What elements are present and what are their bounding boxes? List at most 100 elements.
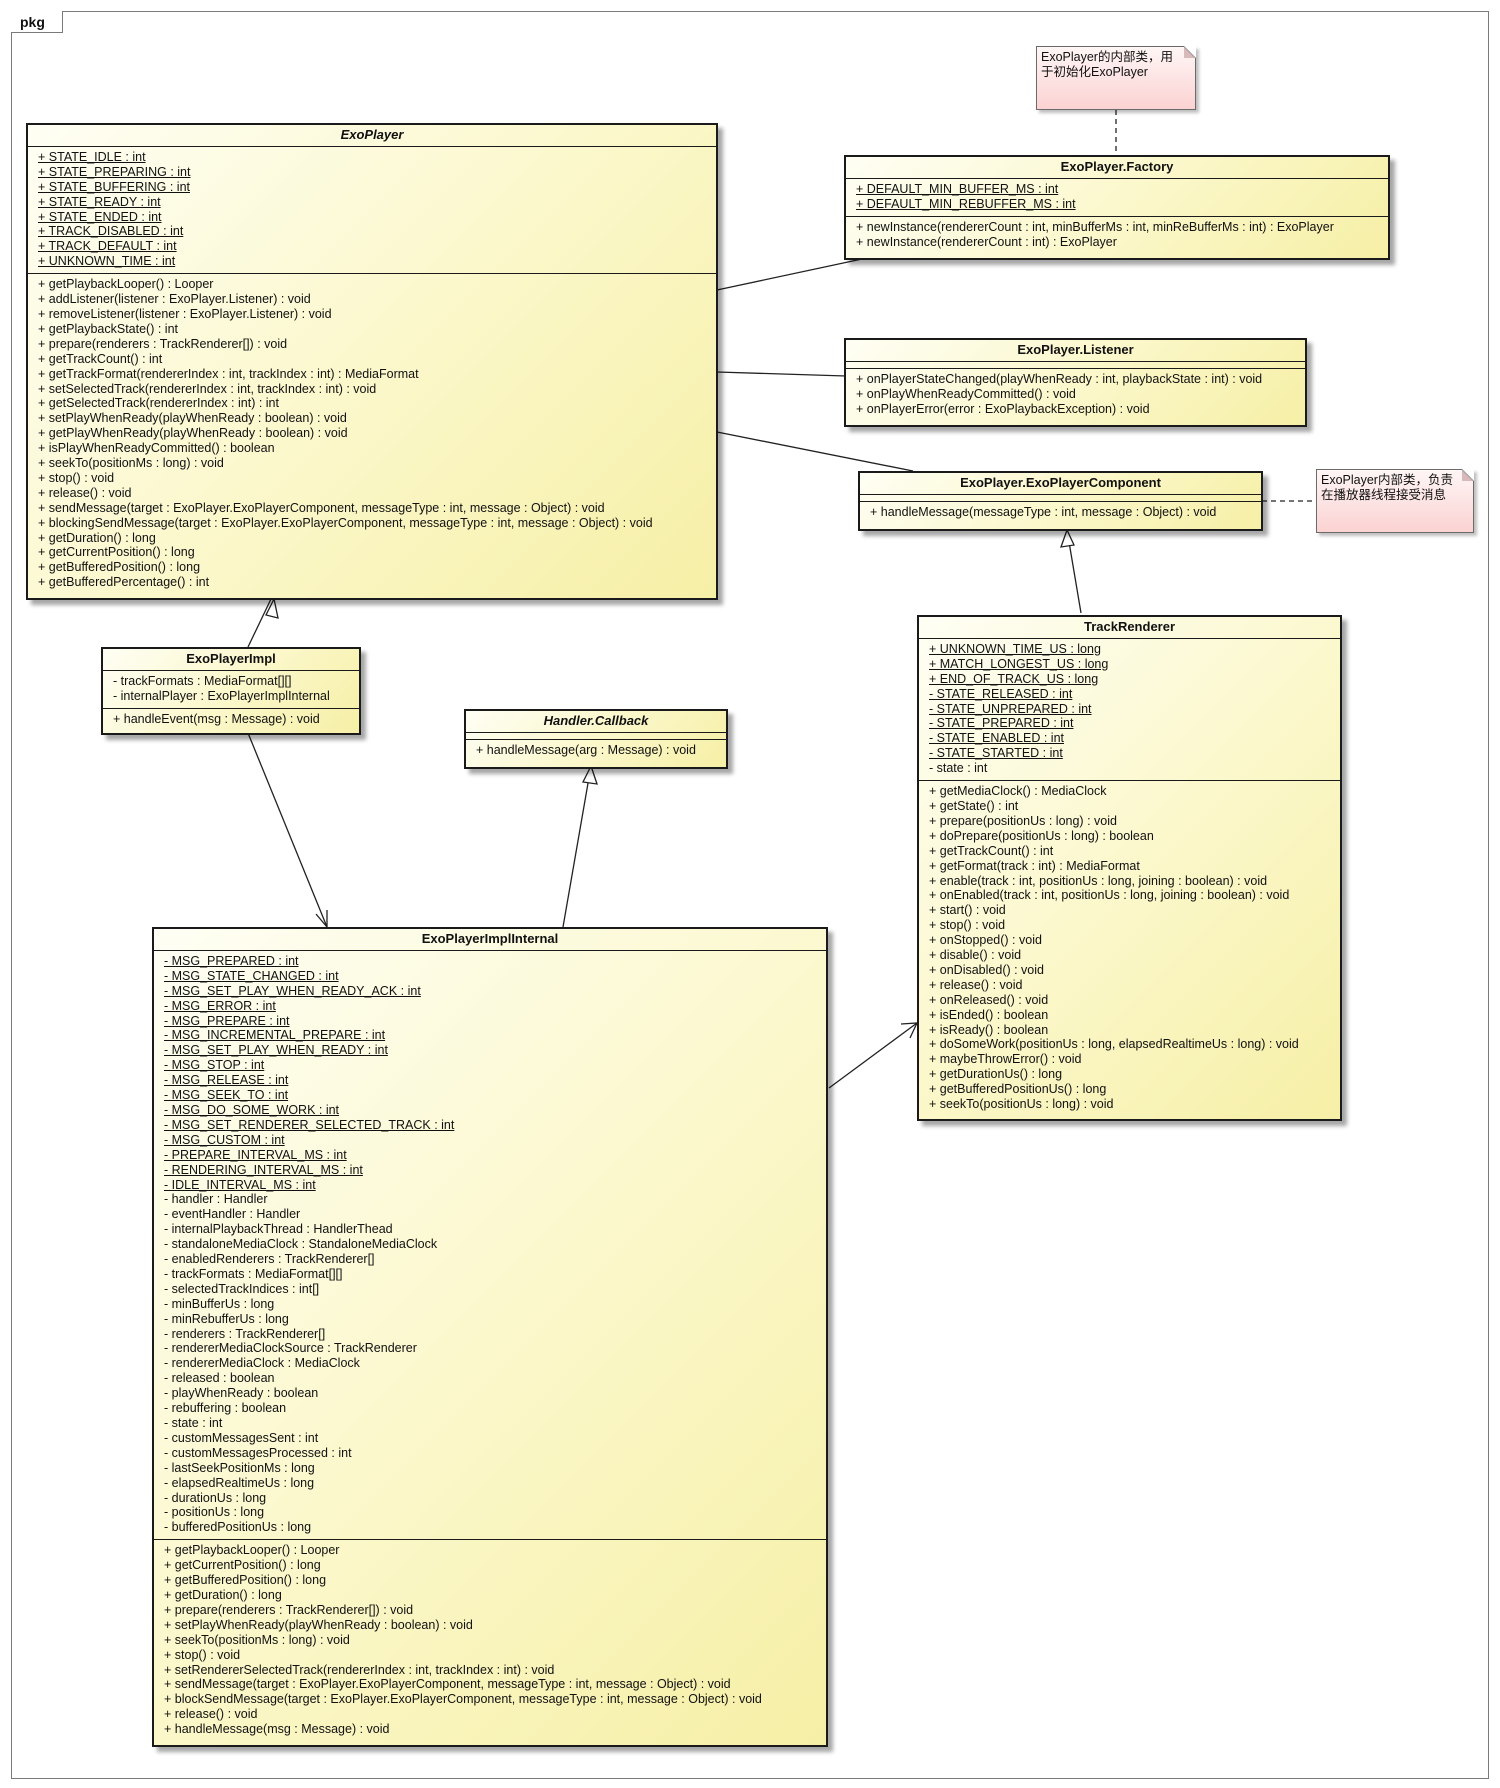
operation-row: + getCurrentPosition() : long <box>164 1558 321 1573</box>
operation-row: + setSelectedTrack(rendererIndex : int, … <box>38 381 377 396</box>
note-line: ExoPlayer内部类，负责 <box>1321 473 1453 487</box>
operation-row: + doPrepare(positionUs : long) : boolean <box>929 828 1154 843</box>
operation-list: + handleMessage(arg : Message) : void <box>466 738 726 762</box>
operation-row: + removeListener(listener : ExoPlayer.Li… <box>38 306 332 321</box>
class-name: ExoPlayer.ExoPlayerComponent <box>860 473 1261 495</box>
attribute-row: - RENDERING_INTERVAL_MS : int <box>164 1162 363 1177</box>
operation-row: + maybeThrowError() : void <box>929 1052 1082 1067</box>
attribute-row: + STATE_READY : int <box>38 194 161 209</box>
class-name: ExoPlayer <box>28 125 716 147</box>
operation-row: + release() : void <box>38 485 132 500</box>
note-component: ExoPlayer内部类，负责在播放器线程接受消息 <box>1316 469 1474 533</box>
attribute-row: - elapsedRealtimeUs : long <box>164 1475 315 1490</box>
association-exoplayer-component <box>716 431 914 472</box>
class-exoplayer-component[interactable]: ExoPlayer.ExoPlayerComponent + handleMes… <box>858 471 1263 531</box>
attribute-row: + UNKNOWN_TIME : int <box>38 254 176 269</box>
attribute-row: - bufferedPositionUs : long <box>164 1520 312 1535</box>
note-fold-corner <box>1462 469 1474 481</box>
operation-row: + sendMessage(target : ExoPlayer.ExoPlay… <box>164 1677 731 1692</box>
attribute-row: + STATE_IDLE : int <box>38 149 146 164</box>
operation-row: + seekTo(positionMs : long) : void <box>164 1632 350 1647</box>
operation-row: + onPlayerStateChanged(playWhenReady : i… <box>856 371 1263 386</box>
class-trackrenderer[interactable]: TrackRenderer + UNKNOWN_TIME_US : long+ … <box>917 615 1342 1121</box>
attribute-row: - rebuffering : boolean <box>164 1401 287 1416</box>
attribute-row: + DEFAULT_MIN_REBUFFER_MS : int <box>856 196 1076 211</box>
class-exoplayer[interactable]: ExoPlayer + STATE_IDLE : int+ STATE_PREP… <box>26 123 718 600</box>
operation-row: + seekTo(positionUs : long) : void <box>929 1097 1114 1112</box>
attribute-list: + UNKNOWN_TIME_US : long+ MATCH_LONGEST_… <box>919 639 1340 780</box>
operation-row: + getPlaybackLooper() : Looper <box>164 1543 340 1558</box>
operation-row: + seekTo(positionMs : long) : void <box>38 456 224 471</box>
class-exoplayer-factory[interactable]: ExoPlayer.Factory + DEFAULT_MIN_BUFFER_M… <box>844 155 1390 260</box>
class-exoplayerimplinternal[interactable]: ExoPlayerImplInternal - MSG_PREPARED : i… <box>152 927 828 1747</box>
attribute-row: + STATE_BUFFERING : int <box>38 179 190 194</box>
operation-row: + release() : void <box>164 1707 258 1722</box>
note-line: 在播放器线程接受消息 <box>1321 488 1447 502</box>
attribute-row: - MSG_INCREMENTAL_PREPARE : int <box>164 1028 386 1043</box>
attribute-row: - internalPlayer : ExoPlayerImplInternal <box>113 688 330 703</box>
operation-list: + getPlaybackLooper() : Looper+ getCurre… <box>154 1539 826 1741</box>
attribute-row: - lastSeekPositionMs : long <box>164 1460 315 1475</box>
operation-row: + getBufferedPosition() : long <box>164 1573 327 1588</box>
attribute-row: + TRACK_DEFAULT : int <box>38 239 177 254</box>
operation-row: + onStopped() : void <box>929 933 1042 948</box>
attribute-row: - STATE_RELEASED : int <box>929 686 1073 701</box>
attribute-row: - handler : Handler <box>164 1192 268 1207</box>
operation-list: + handleMessage(messageType : int, messa… <box>860 500 1261 524</box>
operation-row: + handleMessage(arg : Message) : void <box>476 742 696 757</box>
note-line: ExoPlayer的内部类，用 <box>1041 50 1173 64</box>
association-internal-renderer <box>828 1022 918 1089</box>
operation-row: + onPlayerError(error : ExoPlaybackExcep… <box>856 401 1150 416</box>
attribute-row: - MSG_STOP : int <box>164 1058 265 1073</box>
attribute-row: - trackFormats : MediaFormat[][] <box>113 673 292 688</box>
operation-row: + isEnded() : boolean <box>929 1007 1049 1022</box>
class-exoplayer-listener[interactable]: ExoPlayer.Listener + onPlayerStateChange… <box>844 338 1307 427</box>
association-exoplayer-listener <box>716 371 847 377</box>
operation-row: + onReleased() : void <box>929 992 1049 1007</box>
attribute-row: - MSG_SET_PLAY_WHEN_READY : int <box>164 1043 388 1058</box>
operation-row: + start() : void <box>929 903 1006 918</box>
generalization-arrowhead-component <box>1060 528 1075 548</box>
attribute-row: - selectedTrackIndices : int[] <box>164 1281 320 1296</box>
operation-row: + enable(track : int, positionUs : long,… <box>929 873 1268 888</box>
association-exoplayer-factory <box>716 258 863 291</box>
package-label: pkg <box>11 11 63 33</box>
operation-row: + setPlayWhenReady(playWhenReady : boole… <box>164 1617 473 1632</box>
attribute-row: + STATE_ENDED : int <box>38 209 162 224</box>
attribute-row: - standaloneMediaClock : StandaloneMedia… <box>164 1237 438 1252</box>
attribute-row: - MSG_RELEASE : int <box>164 1073 289 1088</box>
attribute-row: - positionUs : long <box>164 1505 265 1520</box>
class-exoplayerimpl[interactable]: ExoPlayerImpl - trackFormats : MediaForm… <box>101 647 361 735</box>
note-fold-corner <box>1184 46 1196 58</box>
attribute-row: - enabledRenderers : TrackRenderer[] <box>164 1252 375 1267</box>
attribute-row: - renderers : TrackRenderer[] <box>164 1326 326 1341</box>
attribute-row: - MSG_PREPARED : int <box>164 953 299 968</box>
operation-row: + handleMessage(msg : Message) : void <box>164 1722 390 1737</box>
operation-list: + newInstance(rendererCount : int, minBu… <box>846 215 1388 254</box>
class-name: ExoPlayer.Factory <box>846 157 1388 179</box>
attribute-list: + STATE_IDLE : int+ STATE_PREPARING : in… <box>28 147 716 273</box>
operation-row: + onDisabled() : void <box>929 962 1044 977</box>
attribute-row: - MSG_PREPARE : int <box>164 1013 290 1028</box>
class-name: TrackRenderer <box>919 617 1340 639</box>
class-handler-callback[interactable]: Handler.Callback + handleMessage(arg : M… <box>464 709 728 769</box>
operation-row: + prepare(positionUs : long) : void <box>929 813 1117 828</box>
attribute-row: - MSG_CUSTOM : int <box>164 1132 285 1147</box>
operation-row: + getTrackCount() : int <box>38 351 163 366</box>
operation-row: + getSelectedTrack(rendererIndex : int) … <box>38 396 279 411</box>
operation-row: + getTrackFormat(rendererIndex : int, tr… <box>38 366 419 381</box>
attribute-row: - eventHandler : Handler <box>164 1207 301 1222</box>
operation-row: + getState() : int <box>929 798 1019 813</box>
operation-row: + handleMessage(messageType : int, messa… <box>870 504 1217 519</box>
note-factory: ExoPlayer的内部类，用于初始化ExoPlayer <box>1036 46 1196 110</box>
attribute-row: - STATE_UNPREPARED : int <box>929 701 1092 716</box>
operation-row: + newInstance(rendererCount : int, minBu… <box>856 219 1334 234</box>
operation-row: + getBufferedPosition() : long <box>38 560 201 575</box>
attribute-row: - MSG_SET_PLAY_WHEN_READY_ACK : int <box>164 983 421 998</box>
attribute-row: - state : int <box>164 1416 223 1430</box>
operation-row: + getBufferedPercentage() : int <box>38 575 210 590</box>
operation-row: + getTrackCount() : int <box>929 843 1054 858</box>
attribute-list: - trackFormats : MediaFormat[][]- intern… <box>103 671 359 708</box>
operation-row: + sendMessage(target : ExoPlayer.ExoPlay… <box>38 500 605 515</box>
operation-row: + doSomeWork(positionUs : long, elapsedR… <box>929 1037 1299 1052</box>
